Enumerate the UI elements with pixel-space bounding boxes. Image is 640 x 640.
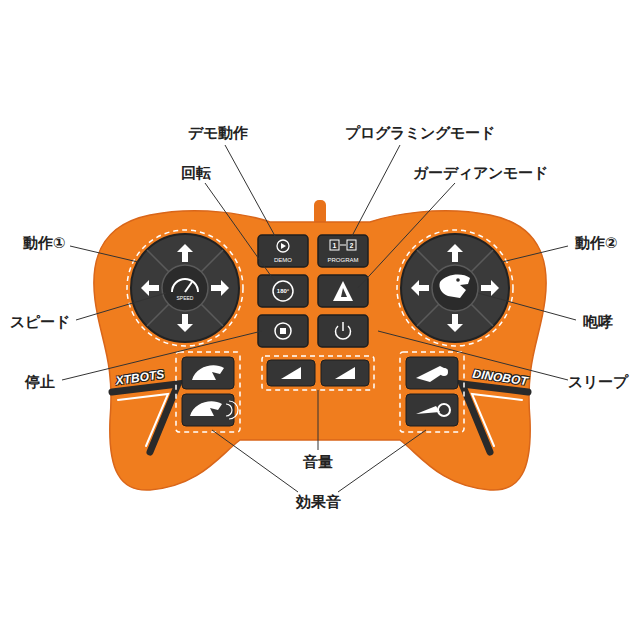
callout-label: 咆哮 [583,314,613,331]
button-icons [273,240,356,339]
callout-label: プログラミングモード [345,125,495,142]
callout-label: スピード [10,314,70,331]
left-dpad [127,230,243,346]
center-buttons [258,235,368,347]
callout-label: 動作① [23,235,66,252]
volume-group [262,356,374,390]
callout-label: 音量 [303,454,333,471]
callout-label: ガーディアンモード [413,165,548,182]
grip-stripes [112,384,528,452]
callout-label: 効果音 [296,494,341,511]
button-text: PROGRAM [327,257,358,264]
button-text: SPEED [177,296,194,302]
callout-label: 回転 [181,165,211,182]
callout-label: デモ動作 [188,125,248,142]
button-text: 2 [350,242,354,250]
controller-body [94,211,546,490]
brand-logo: XTBOTS [115,368,165,388]
leader-lines [62,145,576,492]
right-dpad [397,230,513,346]
button-text: DEMO [274,257,292,264]
volume-buttons [267,360,369,386]
callout-label: スリープ [568,374,628,391]
sound-buttons [176,352,464,432]
button-text: 1 [333,242,337,250]
callout-label: 停止 [25,374,55,391]
brand-logo: DINOBOT [472,368,529,389]
button-text: 180° [277,288,289,295]
callout-label: 動作② [575,235,618,252]
